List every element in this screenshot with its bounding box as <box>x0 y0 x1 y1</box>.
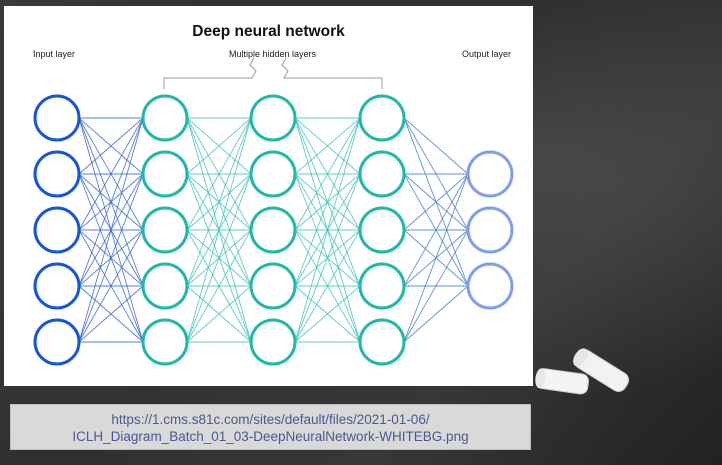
connection-edge <box>186 117 252 175</box>
connection-edge <box>186 117 252 287</box>
hidden-3-node <box>358 318 406 366</box>
input-node <box>33 318 81 366</box>
hidden-3-node <box>358 206 406 254</box>
output-layer-label: Output layer <box>462 49 512 59</box>
hidden-2-node <box>249 318 297 366</box>
input-layer-label: Input layer <box>33 49 76 59</box>
diagram-card: Deep neural network Input layer Multiple… <box>4 6 533 386</box>
connection-edge <box>294 117 361 231</box>
url-caption-line-1: https://1.cms.s81c.com/sites/default/fil… <box>111 412 430 427</box>
neural-network-diagram <box>33 57 514 366</box>
connection-edge <box>294 285 361 343</box>
hidden-1-node <box>141 206 189 254</box>
url-caption: https://1.cms.s81c.com/sites/default/fil… <box>10 404 531 450</box>
connection-edge <box>403 229 469 343</box>
hidden-2-node <box>249 94 297 142</box>
connection-edge <box>186 173 252 343</box>
connection-edge <box>186 117 252 231</box>
connection-edge <box>294 117 361 287</box>
hidden-layers-bracket <box>281 57 383 89</box>
connection-edge <box>403 117 469 175</box>
output-node <box>466 150 514 198</box>
hidden-2-node <box>249 262 297 310</box>
output-node <box>466 262 514 310</box>
connection-edge <box>294 117 361 175</box>
connection-edge <box>78 229 144 343</box>
connection-edge <box>78 173 144 343</box>
connection-edge <box>294 173 361 343</box>
connection-edge <box>186 117 252 343</box>
hidden-3-node <box>358 150 406 198</box>
connection-edge <box>403 285 469 343</box>
hidden-3-node <box>358 262 406 310</box>
connection-edge <box>78 285 144 343</box>
hidden-layers-bracket <box>163 57 257 89</box>
input-node <box>33 262 81 310</box>
hidden-2-node <box>249 150 297 198</box>
connection-edge <box>403 173 469 231</box>
input-node <box>33 150 81 198</box>
connection-edge <box>294 117 361 343</box>
connection-edge <box>294 229 361 343</box>
diagram-title: Deep neural network <box>192 23 345 40</box>
connection-edge <box>78 117 144 231</box>
output-node <box>466 206 514 254</box>
hidden-3-node <box>358 94 406 142</box>
chalk-pieces-image <box>535 348 630 395</box>
connection-edge <box>403 173 469 287</box>
hidden-1-node <box>141 318 189 366</box>
connection-edge <box>186 229 252 343</box>
hidden-1-node <box>141 150 189 198</box>
connection-edge <box>403 173 469 343</box>
connection-edge <box>186 285 252 343</box>
connection-edge <box>78 117 144 343</box>
url-caption-line-2: ICLH_Diagram_Batch_01_03-DeepNeuralNetwo… <box>72 429 469 444</box>
input-node <box>33 206 81 254</box>
hidden-layers-label: Multiple hidden layers <box>228 49 317 59</box>
hidden-1-node <box>141 262 189 310</box>
connection-edge <box>78 117 144 175</box>
hidden-2-node <box>249 206 297 254</box>
hidden-1-node <box>141 94 189 142</box>
input-node <box>33 94 81 142</box>
connection-edge <box>78 117 144 287</box>
